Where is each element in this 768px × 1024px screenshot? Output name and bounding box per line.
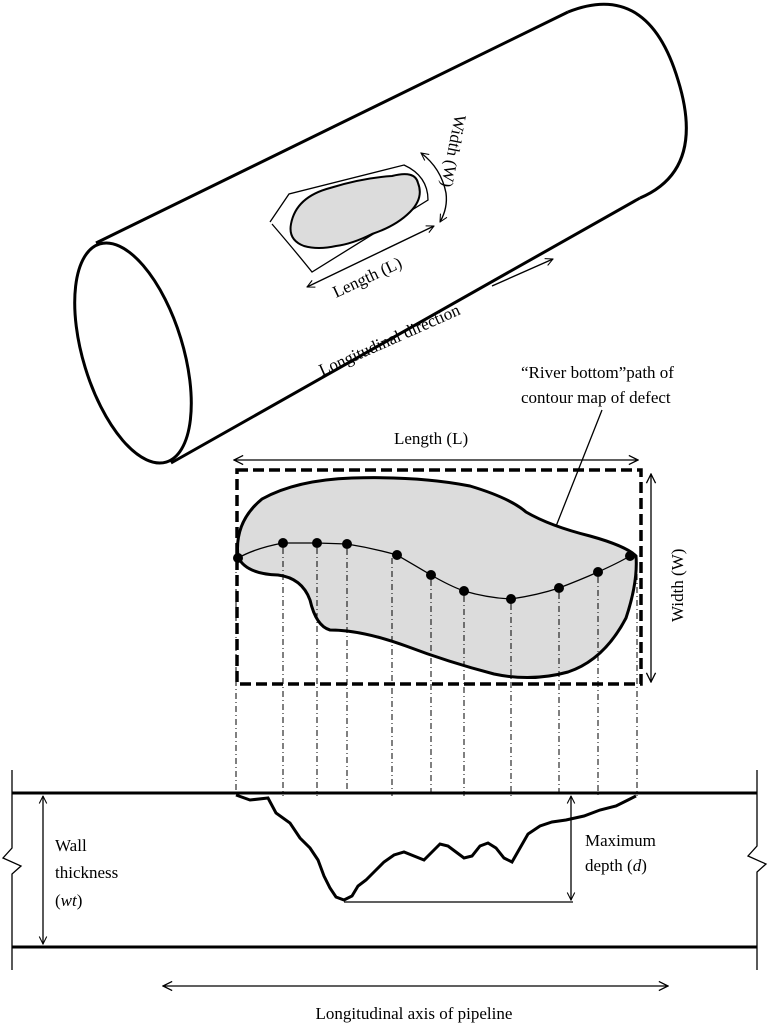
pipe-length-arrow	[307, 226, 434, 287]
wall-cross-section: Maximum depth (d) Wall thickness (wt) Lo…	[1, 770, 768, 1023]
right-break-line	[746, 770, 768, 970]
path-point	[506, 594, 516, 604]
longitudinal-direction-label: Longitudinal direction	[316, 300, 463, 380]
projection-lines	[235, 548, 638, 796]
pipe-front-cap	[73, 241, 193, 465]
path-point	[459, 586, 469, 596]
longitudinal-direction-arrow	[491, 259, 553, 287]
pipe-width-arrow	[421, 153, 446, 222]
river-bottom-points	[233, 538, 635, 604]
pipe-bottom-edge	[170, 196, 641, 465]
path-point	[278, 538, 288, 548]
plan-width-label: Width (W)	[668, 549, 687, 622]
max-depth-label-line2: depth (d)	[585, 856, 647, 875]
defect-plan-view: “River bottom”path of contour map of def…	[233, 363, 687, 796]
depth-symbol: d	[633, 856, 642, 875]
depth-word: depth	[585, 856, 623, 875]
pipe-top-edge	[95, 10, 569, 245]
river-bottom-label-line1: “River bottom”path of	[521, 363, 674, 382]
defect-bounding-box	[235, 468, 643, 686]
wall-symbol: wt	[61, 891, 78, 910]
left-break-line	[1, 770, 23, 970]
path-point	[233, 553, 243, 563]
river-bottom-label-line2: contour map of defect	[521, 388, 671, 407]
max-depth-label-line1: Maximum	[585, 831, 656, 850]
pipe-defect-shape	[289, 173, 421, 249]
pipe-width-label: Width (W)	[437, 113, 470, 189]
defect-depth-profile	[235, 793, 637, 902]
path-point	[392, 550, 402, 560]
path-point	[625, 551, 635, 561]
pipe-back-cap	[567, 2, 688, 200]
path-point	[593, 567, 603, 577]
path-point	[342, 539, 352, 549]
wall-thickness-label-line3: (wt)	[55, 891, 82, 910]
wall-thickness-label-line1: Wall	[55, 836, 87, 855]
plan-length-label: Length (L)	[394, 429, 468, 448]
pipe-length-label: Length (L)	[330, 253, 405, 302]
wall-thickness-label-line2: thickness	[55, 863, 118, 882]
path-point	[426, 570, 436, 580]
path-point	[312, 538, 322, 548]
longitudinal-axis-label: Longitudinal axis of pipeline	[316, 1004, 513, 1023]
path-point	[554, 583, 564, 593]
